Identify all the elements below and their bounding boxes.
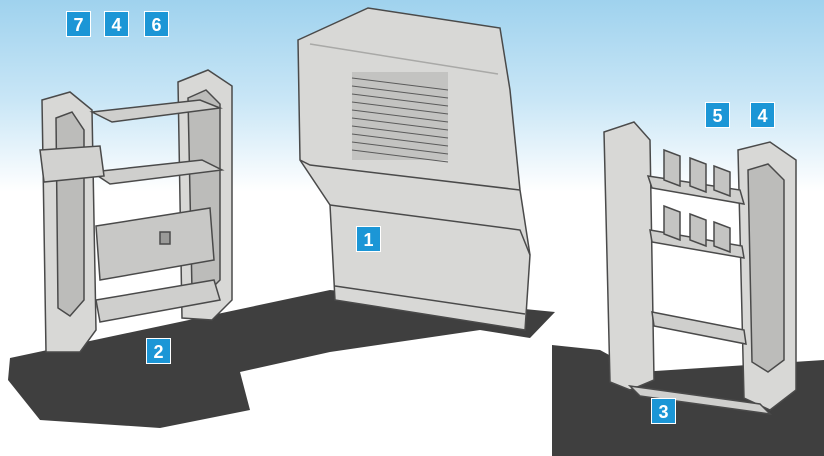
left-shelving-unit [39, 69, 233, 353]
callout-badge-2: 2 [146, 338, 171, 364]
bulkhead-partition [297, 7, 531, 331]
callout-badge-5: 5 [705, 102, 730, 128]
van-floor-left [8, 290, 555, 428]
callout-badge-7: 7 [66, 11, 91, 37]
callout-badge-4-left: 4 [104, 11, 129, 37]
callout-badge-6: 6 [144, 11, 169, 37]
callout-badge-4-right: 4 [750, 102, 775, 128]
callout-badge-1: 1 [356, 226, 381, 252]
callout-badge-3: 3 [651, 398, 676, 424]
right-shelving-unit [603, 121, 797, 416]
